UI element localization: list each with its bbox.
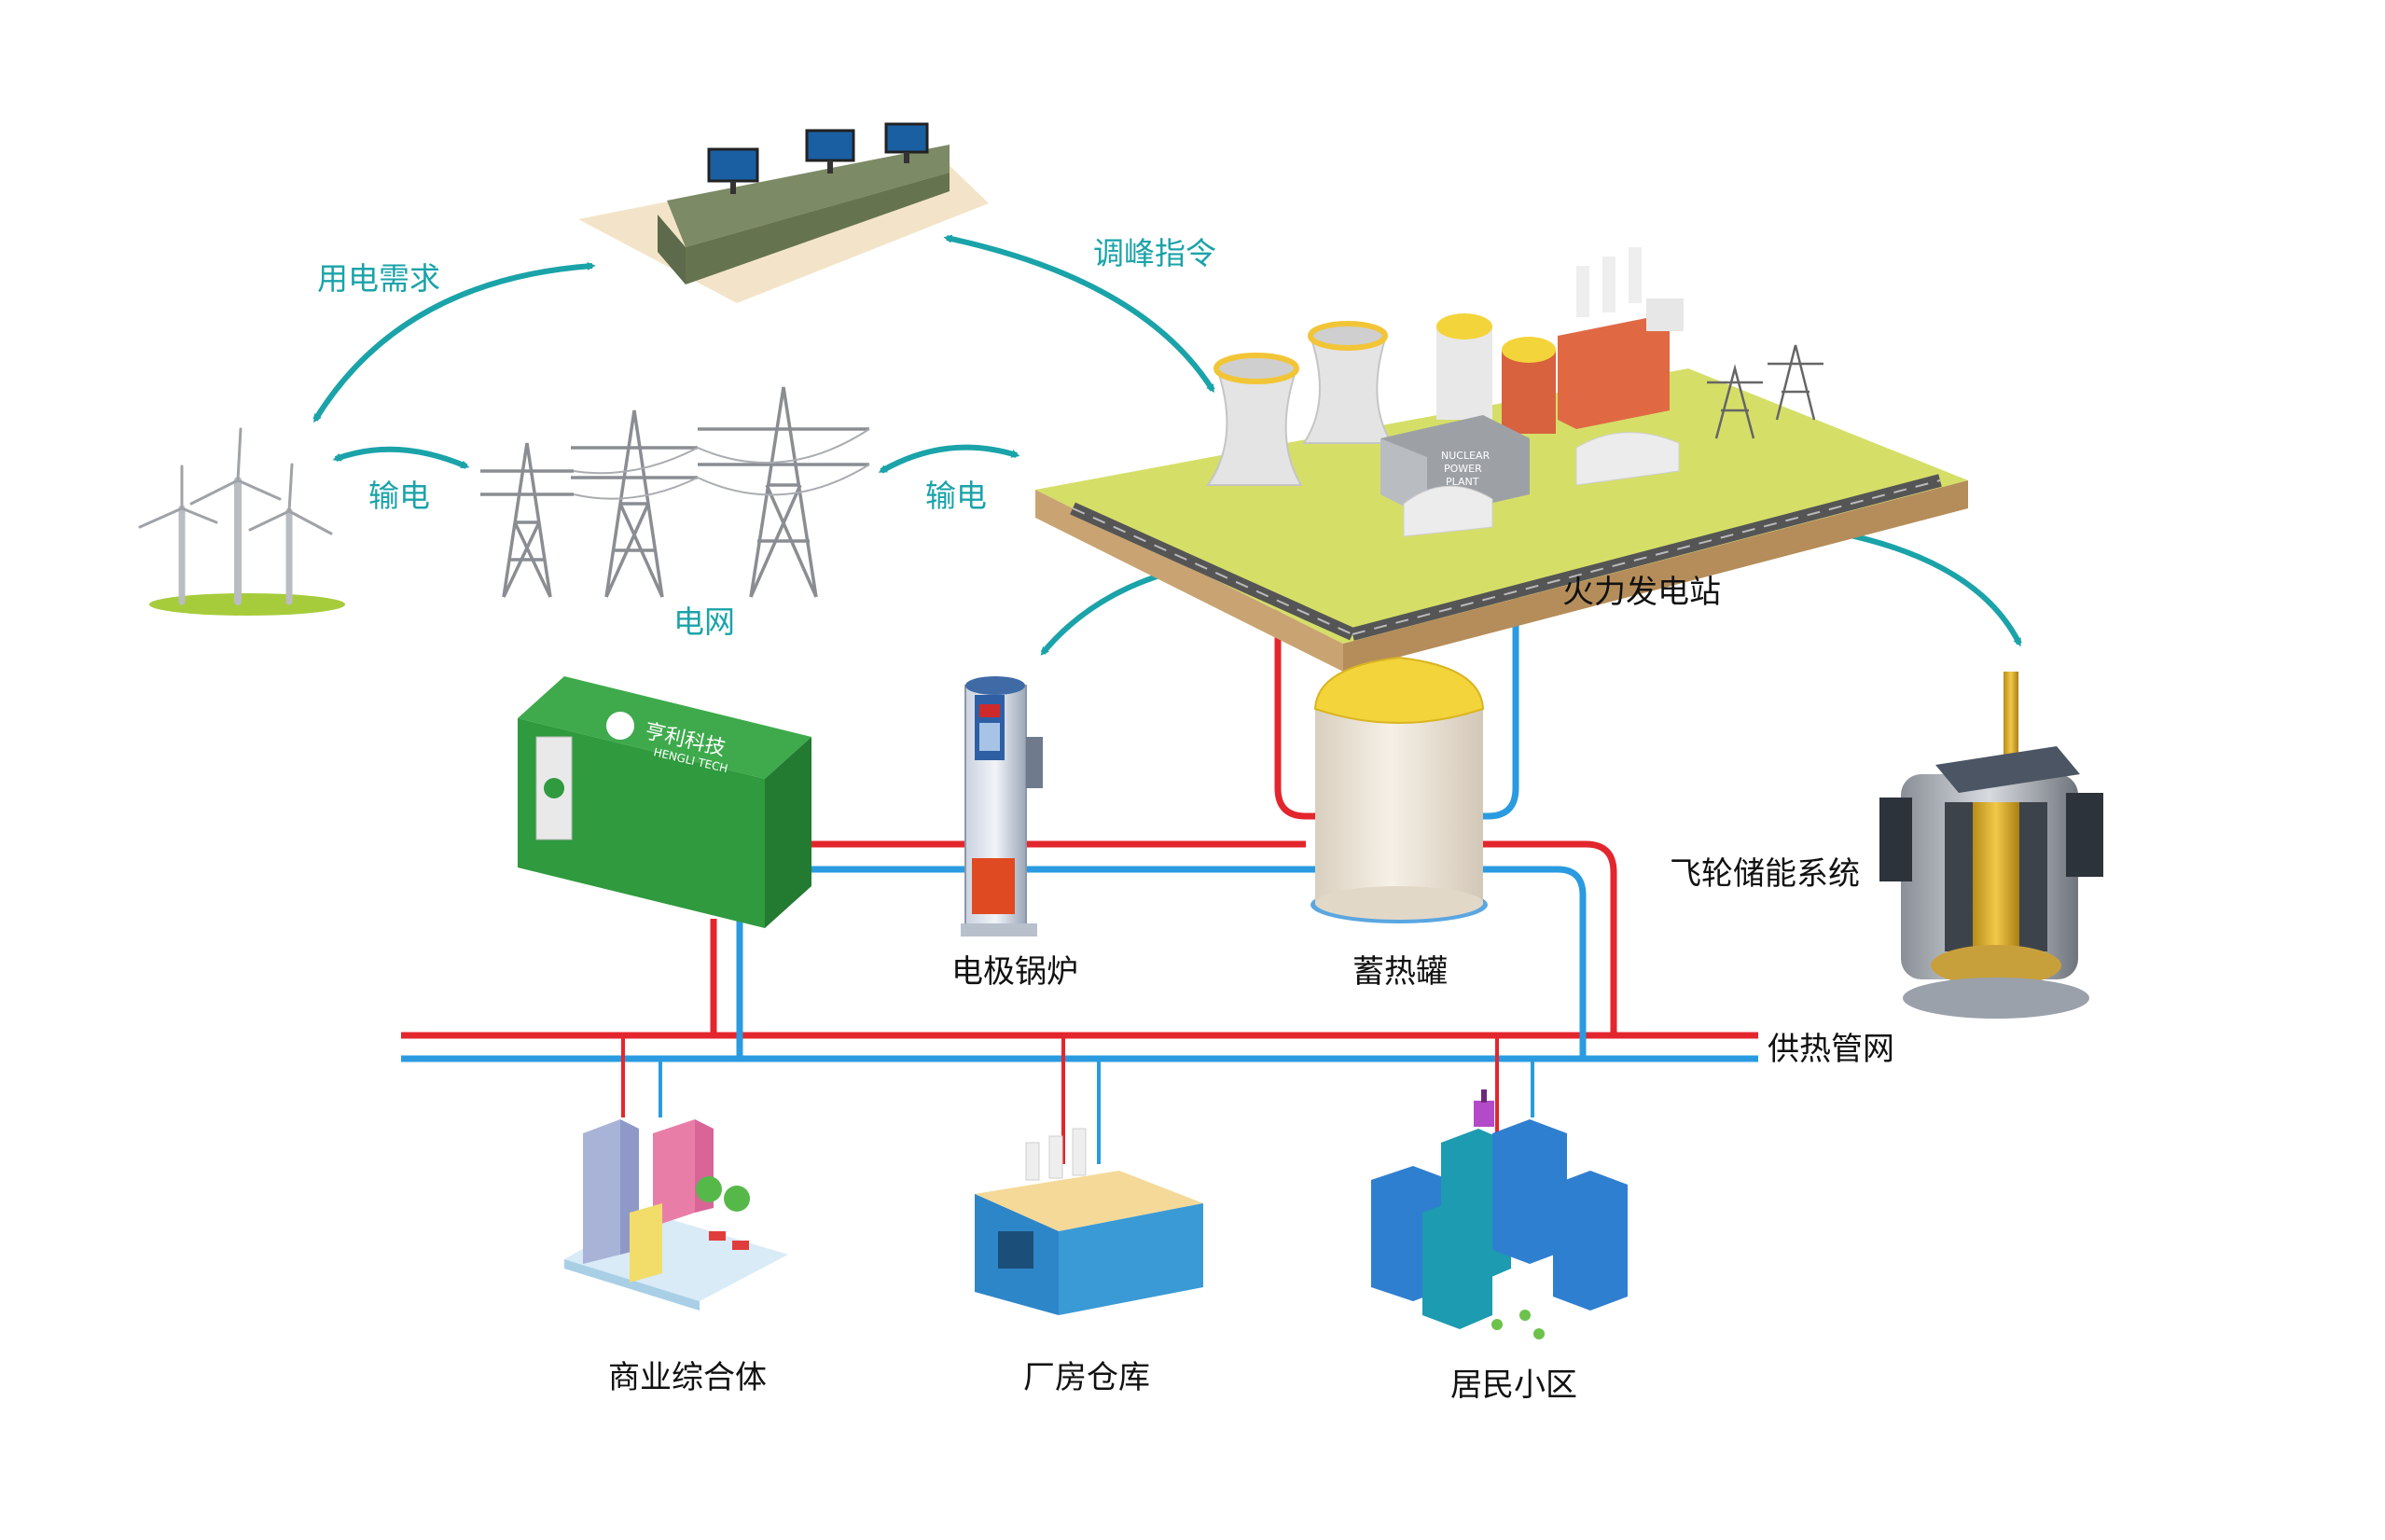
- label-commercial-complex: 商业综合体: [608, 1359, 767, 1396]
- electrode-boiler: [961, 676, 1043, 936]
- pylon-icon: [571, 409, 698, 598]
- arrow-peak-command: [943, 234, 1215, 394]
- pylon-icon: [480, 442, 574, 598]
- label-transmission-left: 输电: [368, 478, 430, 514]
- wind-turbine-icon: [138, 427, 333, 605]
- plant-hangar: [1403, 432, 1680, 537]
- label-heat-storage-tank: 蓄热罐: [1352, 953, 1448, 991]
- pylon-icon: [698, 386, 869, 598]
- control-room: [578, 122, 989, 303]
- label-grid: 电网: [673, 604, 735, 640]
- tank-network-supply: [1483, 840, 1617, 1035]
- logo-icon: [606, 712, 634, 740]
- arrow-transmission-left: [332, 446, 470, 469]
- cooling-tower-icon: [1206, 321, 1394, 486]
- reactor-dome-icon: [1436, 313, 1556, 434]
- commercial-complex: [564, 1119, 788, 1311]
- label-residential-area: 居民小区: [1450, 1367, 1577, 1404]
- flywheel-storage-system: [1879, 672, 2103, 1019]
- plant-sign-line-3: PLANT: [1446, 476, 1479, 488]
- power-building: [1558, 247, 1684, 429]
- arrow-plant-flywheel: [1829, 528, 2022, 647]
- arrow-demand: [312, 261, 596, 423]
- power-grid: [480, 386, 870, 598]
- wind-farm: [138, 427, 345, 616]
- tank-network-return: [1478, 866, 1587, 1059]
- heating-pipes: [401, 588, 1758, 1164]
- arrow-transmission-right: [878, 444, 1020, 474]
- label-flywheel-storage: 飞轮储能系统: [1670, 855, 1860, 893]
- plant-sign-line-1: NUCLEAR: [1441, 450, 1491, 462]
- plant-tank-supply: [1274, 588, 1315, 820]
- residential-area: [1371, 1089, 1628, 1339]
- label-transmission-right: 输电: [925, 478, 987, 514]
- label-peak-command: 调峰指令: [1093, 235, 1216, 271]
- monitor-icon: [707, 122, 929, 194]
- heat-storage-tank: [1310, 656, 1488, 923]
- plant-sign-line-2: POWER: [1444, 463, 1482, 475]
- thermal-power-plant: NUCLEAR POWER PLANT: [1035, 247, 1968, 672]
- label-power-demand: 用电需求: [317, 260, 440, 297]
- pylon-icon: [1707, 344, 1823, 439]
- plant-tank-return: [1478, 588, 1519, 820]
- heat-storage-container: 亨利科技 HENGLI TECH: [518, 676, 811, 928]
- label-factory-warehouse: 厂房仓库: [1023, 1359, 1150, 1396]
- label-heating-network: 供热管网: [1768, 1031, 1894, 1068]
- label-electrode-boiler: 电极锅炉: [951, 953, 1078, 991]
- label-thermal-plant: 火力发电站: [1562, 574, 1721, 611]
- factory-warehouse: [975, 1128, 1203, 1315]
